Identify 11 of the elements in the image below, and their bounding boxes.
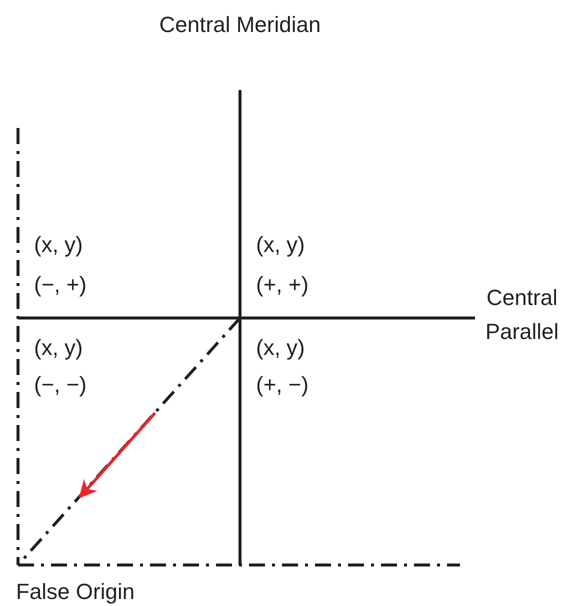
sign-label: (−, −) <box>34 371 88 399</box>
sign-label: (−, +) <box>34 271 88 299</box>
sign-label: (+, +) <box>256 271 310 299</box>
coordinate-label: (x, y) <box>34 231 84 259</box>
coordinate-label: (x, y) <box>256 231 306 259</box>
origin-label: False Origin <box>16 578 136 606</box>
axis-label: Central Meridian <box>158 11 322 39</box>
axis-label: Central Parallel <box>484 284 560 346</box>
coordinate-label: (x, y) <box>34 334 84 362</box>
coordinate-label: (x, y) <box>256 334 306 362</box>
sign-label: (+, −) <box>256 371 310 399</box>
